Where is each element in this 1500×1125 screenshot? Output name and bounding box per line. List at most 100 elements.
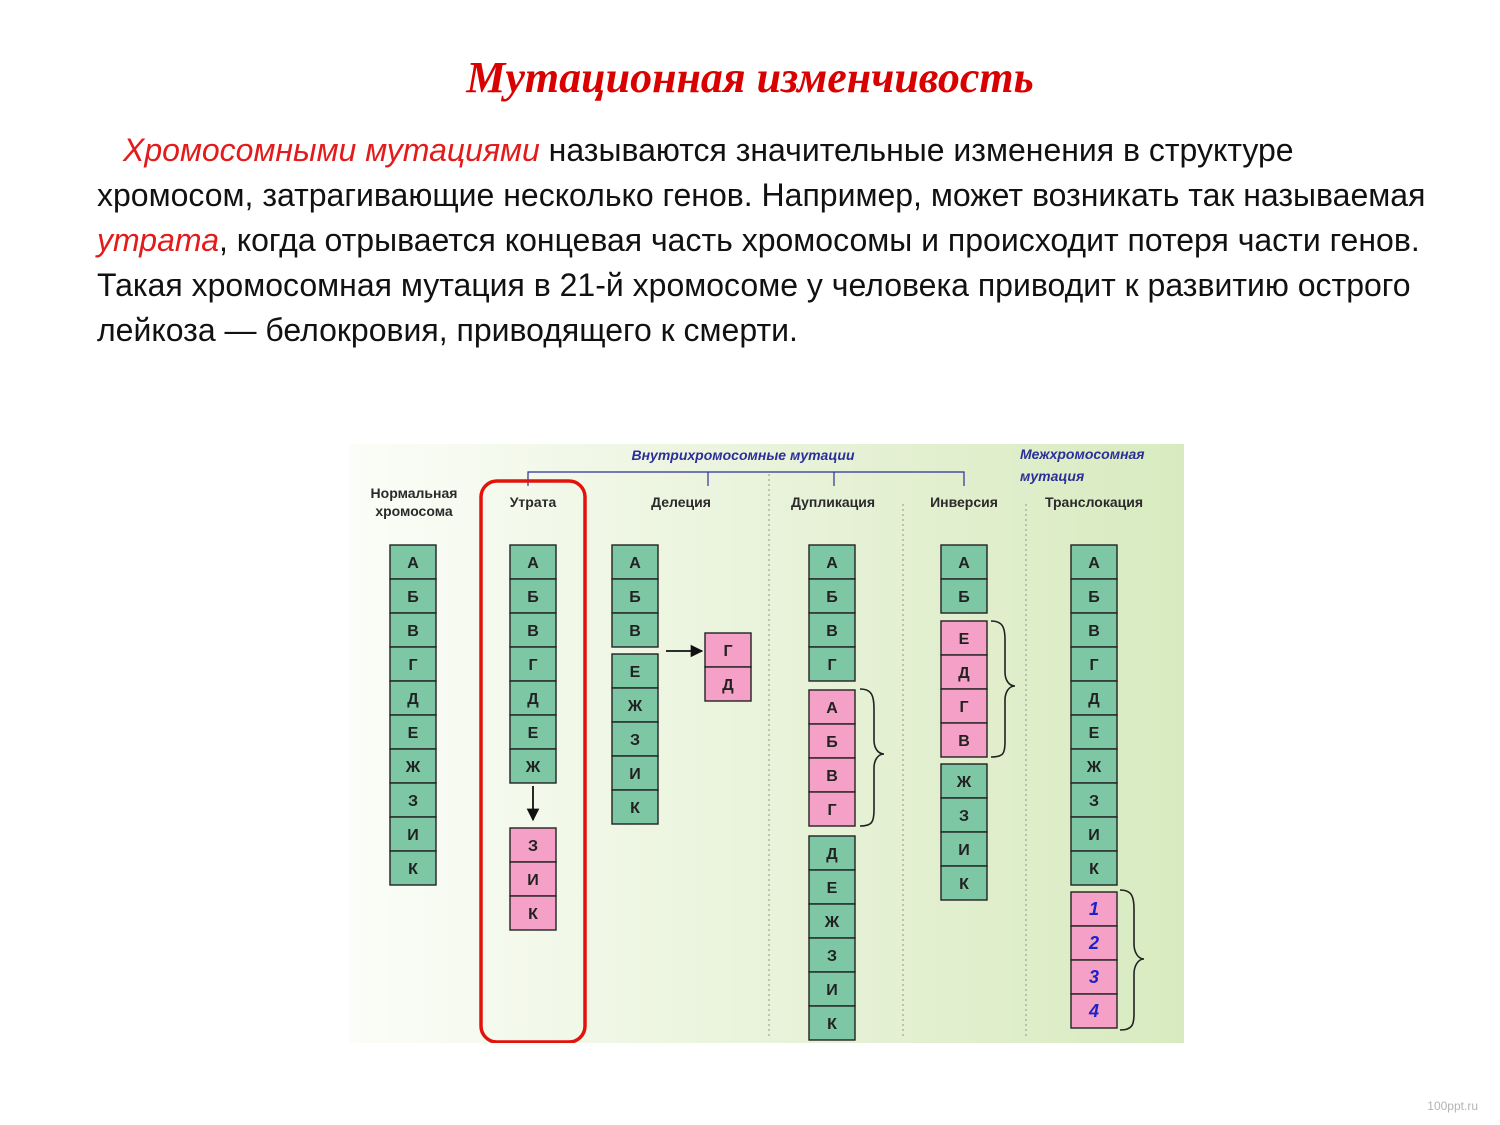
- gene-cell: [611, 653, 659, 689]
- gene-label: Е: [827, 880, 838, 897]
- gene-label: К: [1089, 861, 1099, 878]
- gene-label: З: [528, 838, 538, 855]
- gene-label: И: [527, 872, 539, 889]
- gene-cell: [808, 578, 856, 614]
- deletion-removed: ГД: [704, 632, 752, 702]
- gene-cell: [389, 850, 437, 886]
- gene-label: Б: [527, 589, 539, 606]
- gene-label: К: [528, 906, 538, 923]
- gene-label: А: [629, 555, 641, 572]
- gene-cell: [389, 646, 437, 682]
- gene-cell: [1070, 993, 1118, 1029]
- gene-cell: [509, 544, 557, 580]
- gene-cell: [1070, 646, 1118, 682]
- gene-cell: [940, 865, 988, 901]
- chromosome-mutations-diagram: Внутрихромосомные мутации Межхромосомная…: [350, 444, 1184, 1043]
- gene-cell: [611, 544, 659, 580]
- gene-label: Б: [826, 734, 838, 751]
- group-intra-label: Внутрихромосомные мутации: [631, 447, 854, 463]
- translocation-brace: [1119, 889, 1145, 1031]
- slide-title: Мутационная изменчивость: [466, 53, 1034, 102]
- gene-label: В: [1088, 623, 1100, 640]
- gene-label: Е: [630, 664, 641, 681]
- col-header-normal-2: хромосома: [375, 503, 453, 519]
- gene-label: Ж: [956, 774, 972, 791]
- gene-label: А: [958, 555, 970, 572]
- gene-label: Г: [827, 657, 836, 674]
- gene-cell: [509, 714, 557, 750]
- gene-label: Ж: [824, 914, 840, 931]
- gene-cell: [808, 757, 856, 793]
- gene-label: Г: [1089, 657, 1098, 674]
- gene-label: К: [408, 861, 418, 878]
- gene-label: Ж: [405, 759, 421, 776]
- gene-cell: [808, 869, 856, 905]
- gene-label: Ж: [627, 698, 643, 715]
- slide-paragraph: Хромосомными мутациями называются значит…: [97, 128, 1427, 353]
- gene-cell: [611, 789, 659, 825]
- gene-cell: [940, 654, 988, 690]
- gene-cell: [1070, 816, 1118, 852]
- gene-cell: [940, 620, 988, 656]
- group-inter-label-line2: мутация: [1020, 468, 1084, 484]
- gene-cell: [808, 971, 856, 1007]
- gene-cell: [389, 816, 437, 852]
- gene-label: Е: [1089, 725, 1100, 742]
- deletion-top: АБВ: [611, 544, 659, 648]
- chromosome-cells: АБВГДЕЖЗИКАБВГДЕЖЗИКАБВЕЖЗИКГДАБВГАБВГДЕ…: [389, 544, 1118, 1041]
- gene-cell: [1070, 959, 1118, 995]
- gene-cell: [1070, 714, 1118, 750]
- loss-fragment: ЗИК: [509, 827, 557, 931]
- gene-cell: [389, 714, 437, 750]
- gene-cell: [940, 763, 988, 799]
- gene-cell: [1070, 748, 1118, 784]
- gene-label: Д: [407, 691, 419, 708]
- gene-cell: [808, 646, 856, 682]
- gene-cell: [808, 689, 856, 725]
- loss-highlight-frame: [479, 479, 587, 1043]
- gene-label: Д: [826, 846, 838, 863]
- term-chromosomal-mutations: Хромосомными мутациями: [123, 132, 540, 168]
- gene-cell: [1070, 544, 1118, 580]
- gene-label: Ж: [525, 759, 541, 776]
- gene-label: К: [630, 800, 640, 817]
- gene-cell: [389, 748, 437, 784]
- col-header-deletion: Делеция: [651, 494, 711, 510]
- gene-cell: [509, 827, 557, 863]
- gene-cell: [611, 755, 659, 791]
- gene-cell: [1070, 782, 1118, 818]
- paragraph-text-1: называются значительные изменения в стру…: [97, 132, 1426, 213]
- gene-cell: [509, 612, 557, 648]
- inversion-brace: [990, 620, 1016, 758]
- gene-cell: [940, 688, 988, 724]
- gene-label: 1: [1089, 899, 1099, 919]
- gene-label: Д: [527, 691, 539, 708]
- gene-cell: [1070, 850, 1118, 886]
- gene-cell: [808, 723, 856, 759]
- gene-cell: [1070, 612, 1118, 648]
- gene-cell: [704, 632, 752, 668]
- gene-label: Г: [959, 699, 968, 716]
- paragraph-text-2: , когда отрывается концевая часть хромос…: [97, 222, 1420, 348]
- gene-cell: [611, 721, 659, 757]
- gene-cell: [1070, 578, 1118, 614]
- gene-label: Д: [722, 677, 734, 694]
- gene-label: И: [407, 827, 419, 844]
- gene-cell: [808, 835, 856, 871]
- gene-label: З: [827, 948, 837, 965]
- gene-cell: [611, 578, 659, 614]
- gene-cell: [1070, 891, 1118, 927]
- gene-label: Г: [408, 657, 417, 674]
- gene-label: З: [1089, 793, 1099, 810]
- gene-cell: [940, 797, 988, 833]
- group-intra-bracket: [527, 471, 965, 486]
- gene-label: Д: [958, 665, 970, 682]
- gene-cell: [389, 544, 437, 580]
- gene-cell: [808, 903, 856, 939]
